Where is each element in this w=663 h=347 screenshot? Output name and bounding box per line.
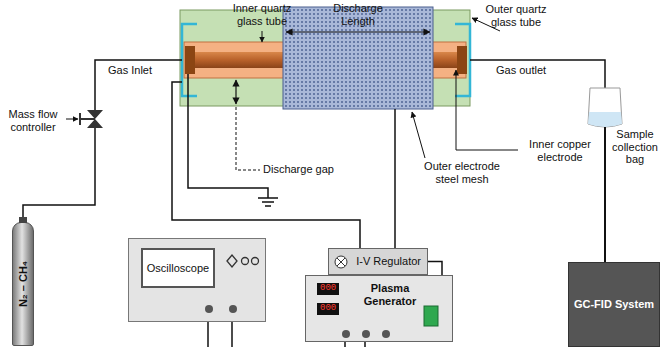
control-knob bbox=[242, 258, 249, 265]
electrode-end bbox=[457, 46, 467, 74]
ground-wire bbox=[188, 74, 268, 198]
node-text: N₂ – CH₄ bbox=[17, 261, 30, 307]
bag-stand bbox=[604, 127, 606, 262]
node-text: GC-FID System bbox=[574, 298, 654, 311]
part-label: Inner copper electrode bbox=[520, 138, 600, 163]
meter-symbol bbox=[335, 256, 347, 268]
meter-symbol bbox=[337, 258, 345, 266]
generator-text-area: Plasma Generator bbox=[354, 282, 426, 307]
input-jack bbox=[205, 305, 213, 313]
part-label: Discharge Length bbox=[326, 2, 390, 27]
control-symbol bbox=[227, 255, 237, 267]
part-label: Outer electrode steel mesh bbox=[416, 160, 508, 185]
probe-wire bbox=[207, 322, 209, 347]
node-text: I-V Regulator bbox=[356, 255, 421, 268]
regulator-box: I-V Regulator bbox=[328, 248, 428, 275]
ground-symbol bbox=[258, 198, 278, 206]
probe-wire bbox=[344, 342, 346, 347]
oscilloscope: Oscilloscope bbox=[128, 238, 266, 322]
output-jack bbox=[382, 330, 390, 338]
output-jack bbox=[362, 330, 370, 338]
meter-symbol bbox=[329, 249, 353, 276]
power-switch bbox=[424, 306, 438, 326]
gas-line bbox=[470, 60, 605, 88]
control-knob bbox=[252, 258, 259, 265]
part-label: Gas outlet bbox=[496, 64, 566, 77]
part-label: Inner quartz glass tube bbox=[226, 2, 298, 27]
leader-line bbox=[262, 31, 263, 42]
leader-line bbox=[412, 112, 425, 158]
end-cap bbox=[455, 24, 470, 96]
hv-wire bbox=[394, 109, 396, 248]
gas-line bbox=[23, 128, 95, 222]
probe-wire bbox=[231, 322, 233, 347]
gap-arrow bbox=[235, 80, 236, 104]
part-label: Outer quartz glass tube bbox=[478, 3, 554, 28]
oscilloscope-screen: Oscilloscope bbox=[141, 248, 215, 288]
display-readout: 000 bbox=[317, 303, 339, 315]
hv-wire bbox=[172, 82, 360, 248]
gas-line bbox=[95, 60, 182, 110]
leader-line bbox=[66, 119, 78, 120]
sample-bag bbox=[588, 88, 622, 127]
gc-fid-box: GC-FID System bbox=[568, 262, 660, 347]
part-label: Discharge gap bbox=[263, 163, 353, 176]
dimension-arrow bbox=[286, 31, 430, 32]
node-text: Oscilloscope bbox=[147, 262, 209, 275]
node-text: Plasma Generator bbox=[354, 282, 426, 307]
part-label: Sample collection bag bbox=[609, 128, 661, 166]
reactor bbox=[180, 7, 470, 109]
bag-liquid bbox=[588, 112, 622, 127]
input-jack bbox=[229, 305, 237, 313]
output-jack bbox=[342, 330, 350, 338]
probe-wire bbox=[364, 342, 366, 347]
electrode-end bbox=[185, 46, 195, 74]
display-readout: 000 bbox=[317, 283, 339, 295]
leader-line bbox=[456, 70, 518, 150]
part-label: Gas Inlet bbox=[108, 64, 168, 77]
part-label: Mass flow controller bbox=[2, 108, 64, 133]
wire-connector bbox=[428, 262, 442, 276]
valve-handle bbox=[80, 118, 95, 120]
cylinder-valve bbox=[19, 217, 27, 223]
gas-cylinder: N₂ – CH₄ bbox=[12, 222, 34, 346]
end-cap bbox=[182, 24, 197, 96]
leader-line bbox=[236, 107, 260, 170]
